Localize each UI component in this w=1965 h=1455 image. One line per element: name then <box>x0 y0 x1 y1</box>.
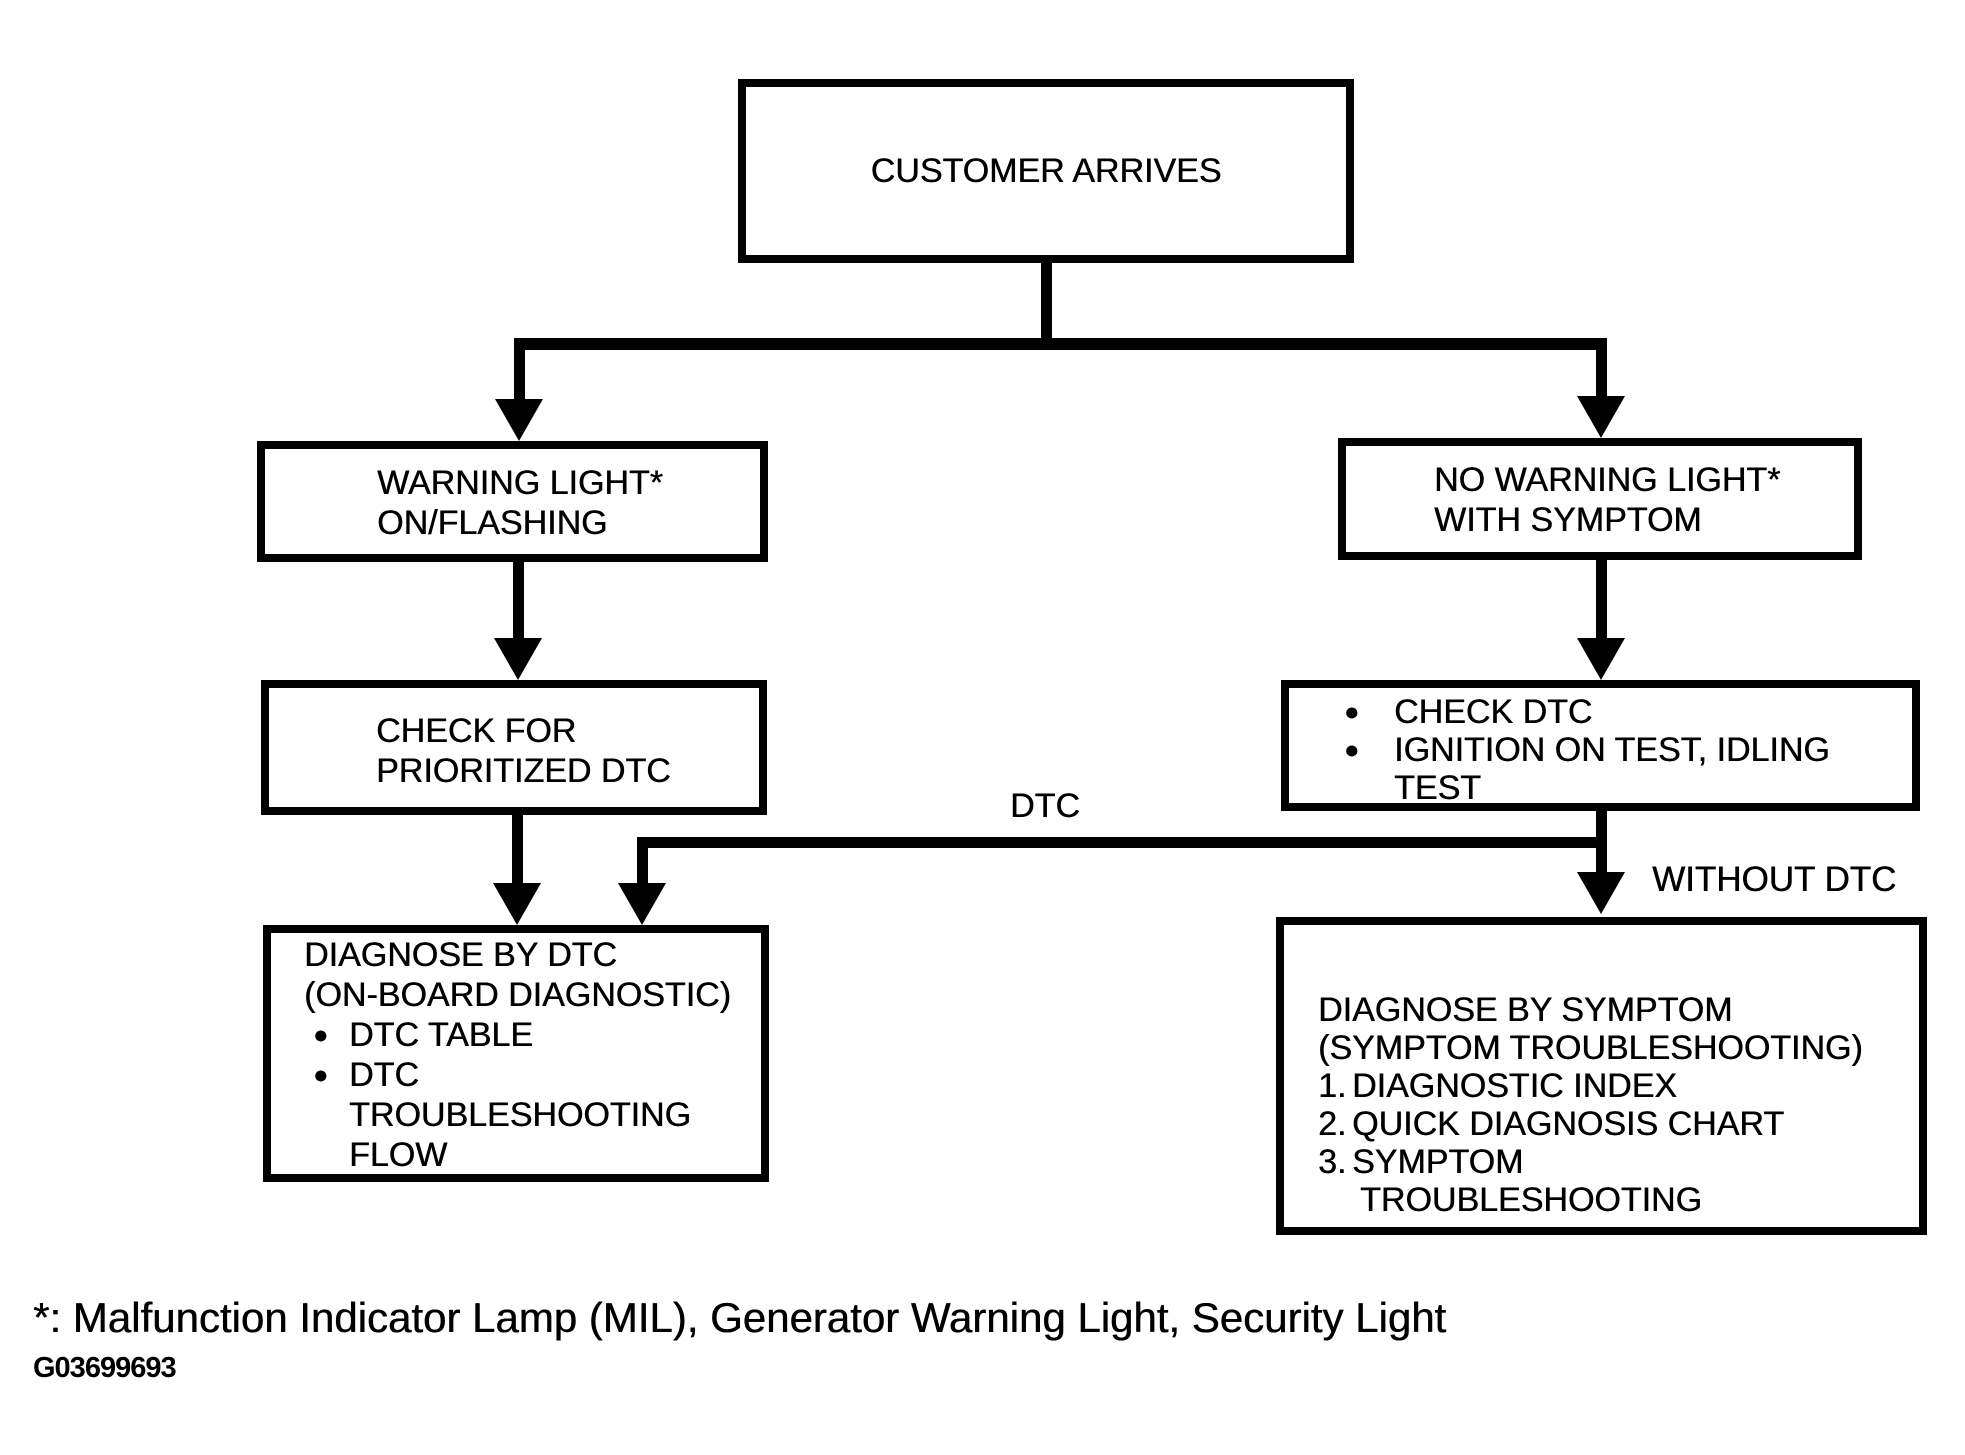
footnote-warning-light-definition: *: Malfunction Indicator Lamp (MIL), Gen… <box>33 1294 1447 1341</box>
arrowhead-down-icon <box>1577 872 1625 914</box>
connector-no-warning-to-tests <box>1596 554 1607 642</box>
box-line-text: (SYMPTOM TROUBLESHOOTING) <box>1318 1029 1863 1067</box>
box-line: ● DTC <box>304 1055 755 1095</box>
box-line: DIAGNOSE BY SYMPTOM <box>1318 991 1913 1029</box>
box-line: TROUBLESHOOTING <box>1360 1181 1913 1219</box>
box-line-text: FLOW <box>349 1136 448 1174</box>
box-line-text: CHECK DTC <box>1394 693 1593 731</box>
node-no-warning-light-with-symptom: NO WARNING LIGHT*WITH SYMPTOM <box>1338 438 1862 560</box>
arrowhead-down-icon <box>618 883 666 925</box>
number-marker: 2. <box>1318 1105 1347 1143</box>
box-line: 1.DIAGNOSTIC INDEX <box>1318 1067 1913 1105</box>
arrowhead-down-icon <box>1577 396 1625 438</box>
box-line-text: DTC TABLE <box>349 1016 533 1054</box>
box-line-text: PRIORITIZED DTC <box>376 752 671 790</box>
node-customer-arrives: CUSTOMER ARRIVES <box>738 79 1354 263</box>
connector-branch-horizontal <box>514 338 1607 350</box>
box-line: ● IGNITION ON TEST, IDLING <box>1344 731 1906 769</box>
box-line-text: ON/FLASHING <box>377 504 608 542</box>
box-line-text: IGNITION ON TEST, IDLING <box>1394 731 1830 769</box>
box-line: PRIORITIZED DTC <box>376 751 753 791</box>
node-diagnose-by-dtc: DIAGNOSE BY DTC(ON-BOARD DIAGNOSTIC) ● DTC… <box>263 925 769 1182</box>
edge-label-without-dtc: WITHOUT DTC <box>1652 860 1897 899</box>
arrowhead-down-icon <box>493 883 541 925</box>
connector-warning-to-check <box>513 556 524 642</box>
box-line-text: WITH SYMPTOM <box>1434 501 1702 539</box>
box-line-text: DTC <box>349 1056 419 1094</box>
box-line-text: (ON-BOARD DIAGNOSTIC) <box>304 976 731 1014</box>
box-line-text: TROUBLESHOOTING <box>1360 1181 1702 1219</box>
box-line: CHECK FOR <box>376 711 753 751</box>
box-line: ● DTC TABLE <box>304 1015 755 1055</box>
box-line-text: QUICK DIAGNOSIS CHART <box>1352 1105 1784 1143</box>
box-line: (ON-BOARD DIAGNOSTIC) <box>304 975 755 1015</box>
figure-code: G03699693 <box>33 1352 177 1384</box>
connector-branch-to-no-warning <box>1596 344 1607 400</box>
connector-dtc-drop <box>637 842 648 887</box>
edge-label-dtc: DTC <box>1010 787 1080 825</box>
box-line: WITH SYMPTOM <box>1434 500 1848 540</box>
box-line-text: WARNING LIGHT* <box>377 464 663 502</box>
box-line: ON/FLASHING <box>377 503 754 543</box>
box-line-text: DIAGNOSE BY SYMPTOM <box>1318 991 1733 1029</box>
box-line-text: DIAGNOSTIC INDEX <box>1352 1067 1677 1105</box>
box-line-text: SYMPTOM <box>1352 1143 1524 1181</box>
connector-customer-to-branch <box>1041 260 1052 350</box>
box-line: TROUBLESHOOTING <box>349 1095 755 1135</box>
number-marker: 3. <box>1318 1143 1347 1181</box>
bullet-marker: ● <box>313 1061 329 1089</box>
box-line: FLOW <box>349 1135 755 1175</box>
connector-dtc-horizontal <box>637 837 1607 848</box>
box-line: (SYMPTOM TROUBLESHOOTING) <box>1318 1029 1913 1067</box>
arrowhead-down-icon <box>1577 638 1625 680</box>
box-line-text: NO WARNING LIGHT* <box>1434 461 1781 499</box>
box-line-text: DIAGNOSE BY DTC <box>304 936 617 974</box>
node-diagnose-by-symptom: DIAGNOSE BY SYMPTOM(SYMPTOM TROUBLESHOOT… <box>1276 917 1927 1235</box>
bullet-marker: ● <box>1344 698 1360 726</box>
box-line-text: CHECK FOR <box>376 712 577 750</box>
box-line: 2.QUICK DIAGNOSIS CHART <box>1318 1105 1913 1143</box>
box-line: 3.SYMPTOM <box>1318 1143 1913 1181</box>
connector-tests-to-diagnose-symptom <box>1596 809 1607 877</box>
bullet-marker: ● <box>313 1021 329 1049</box>
arrowhead-down-icon <box>495 399 543 441</box>
connector-check-to-diagnose-dtc <box>512 809 523 887</box>
box-line: NO WARNING LIGHT* <box>1434 460 1848 500</box>
arrowhead-down-icon <box>494 638 542 680</box>
box-line: ● CHECK DTC <box>1344 693 1906 731</box>
bullet-marker: ● <box>1344 736 1360 764</box>
box-line: WARNING LIGHT* <box>377 463 754 503</box>
box-line: TEST <box>1394 769 1906 807</box>
node-warning-light-on-flashing: WARNING LIGHT*ON/FLASHING <box>257 441 768 562</box>
box-line-text: CUSTOMER ARRIVES <box>870 152 1222 190</box>
box-line-text: TEST <box>1394 769 1481 807</box>
connector-branch-to-warning <box>514 344 525 404</box>
box-line: CUSTOMER ARRIVES <box>871 151 1222 191</box>
box-line-text: TROUBLESHOOTING <box>349 1096 691 1134</box>
number-marker: 1. <box>1318 1067 1347 1105</box>
box-line: DIAGNOSE BY DTC <box>304 935 755 975</box>
